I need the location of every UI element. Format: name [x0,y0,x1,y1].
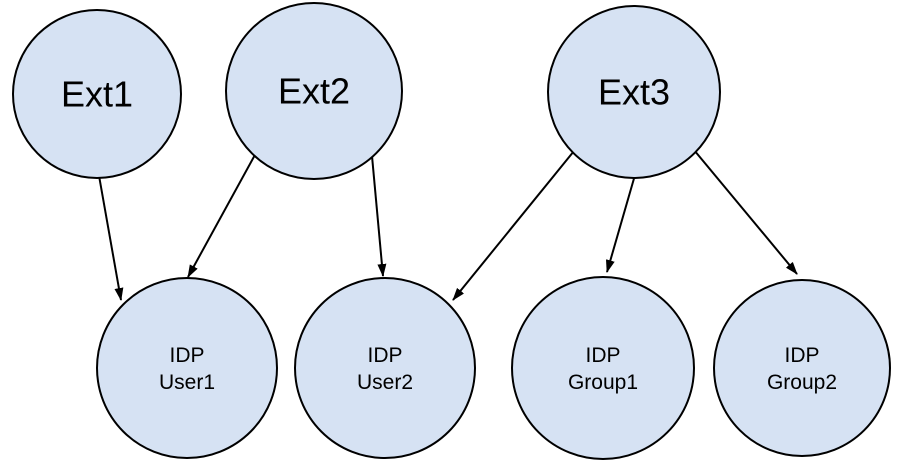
edge-ext1-to-idp-user1[interactable] [97,169,124,301]
node-circle-idp-user2[interactable] [294,277,476,459]
node-circle-idp-group2[interactable] [713,279,891,457]
node-ext3[interactable]: Ext3 [547,5,721,179]
node-circle-ext2[interactable] [225,2,403,180]
edge-ext3-to-idp-group2[interactable] [693,149,798,275]
node-label-ext3: Ext3 [598,72,670,113]
edges-layer [97,149,798,301]
node-circle-idp-group1[interactable] [511,276,695,460]
node-ext1[interactable]: Ext1 [12,9,182,179]
node-circle-ext1[interactable] [12,9,182,179]
node-label-ext2: Ext2 [278,71,350,112]
edge-ext3-to-idp-user2[interactable] [452,150,575,301]
edge-ext2-to-idp-user1[interactable] [187,152,257,278]
node-ext2[interactable]: Ext2 [225,2,403,180]
edge-ext2-to-idp-user2[interactable] [371,155,387,277]
node-circle-idp-user1[interactable] [96,277,278,459]
node-label-ext1: Ext1 [61,74,133,115]
edge-ext3-to-idp-group1[interactable] [606,174,636,273]
node-circle-ext3[interactable] [547,5,721,179]
